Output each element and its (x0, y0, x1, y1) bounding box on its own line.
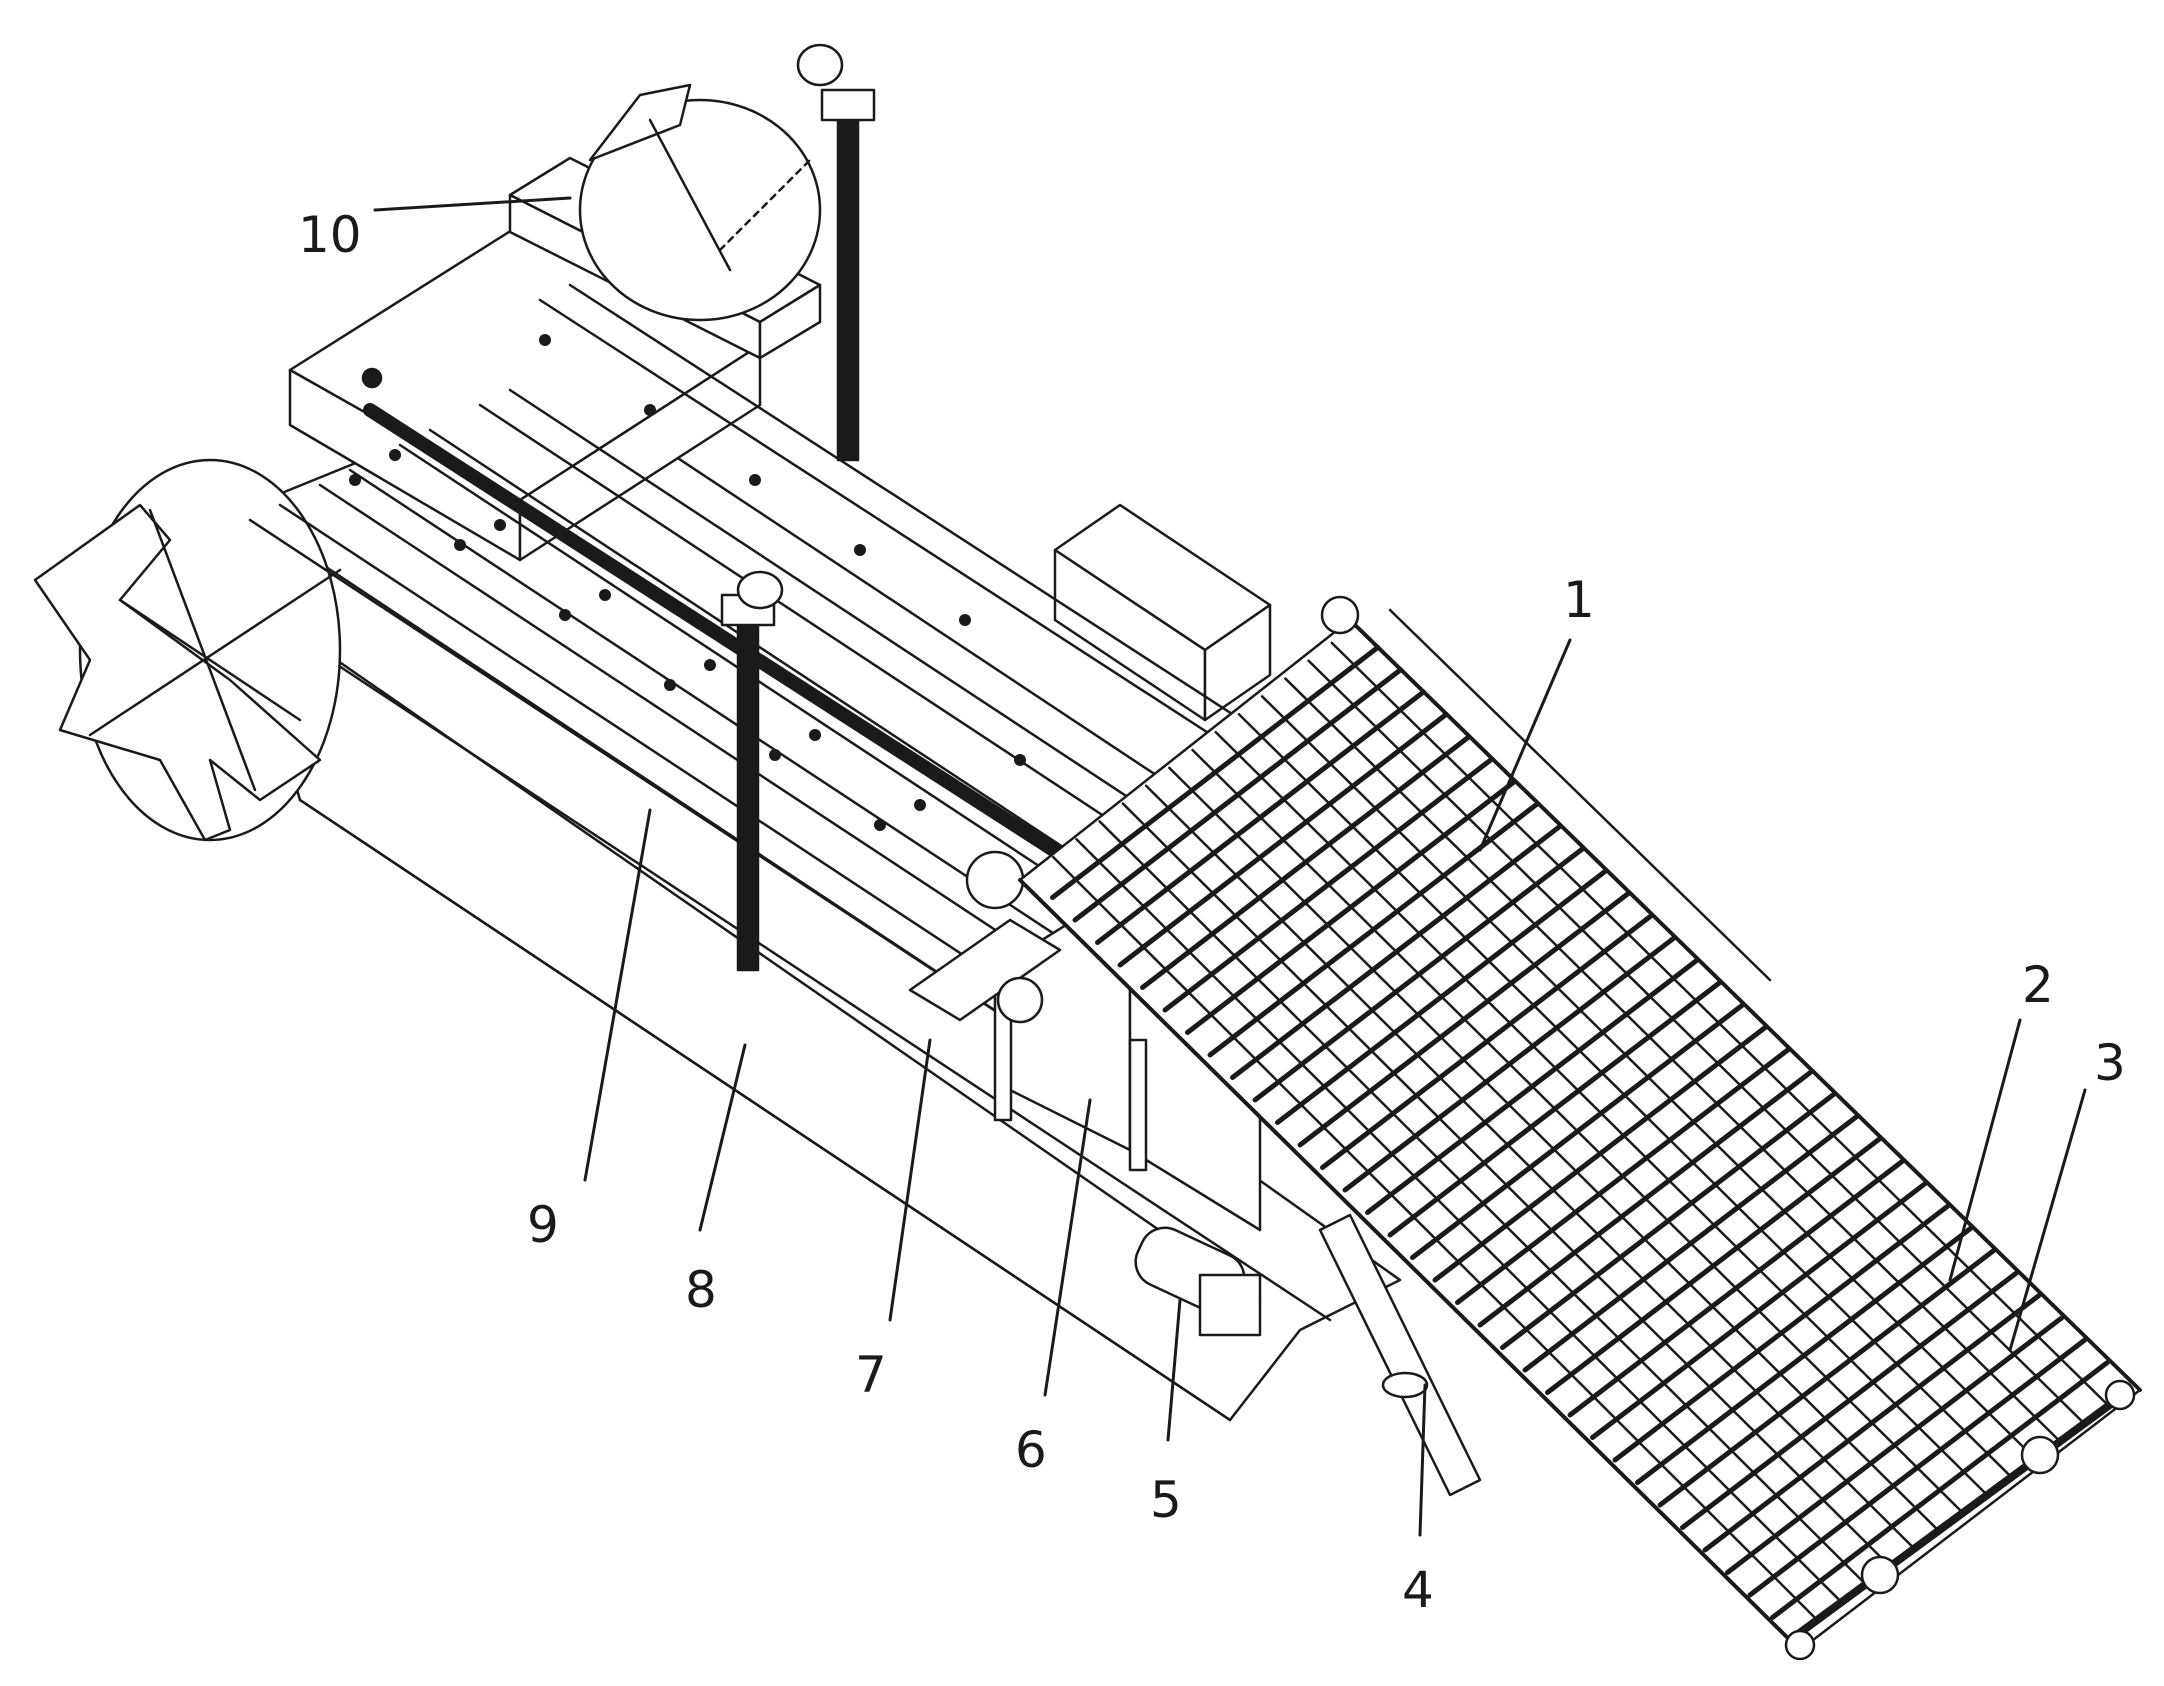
part-label-10: 10 (298, 206, 362, 264)
conveyor-bar (1237, 713, 2012, 1478)
side-box (1053, 503, 1272, 722)
conveyor-bar (1191, 748, 1964, 1514)
leader-lines (373, 196, 2087, 1537)
pulley-icon (965, 850, 1025, 910)
conveyor-bar (1098, 820, 1869, 1587)
rear-mast (796, 43, 876, 462)
conveyor-bar (1260, 695, 2036, 1460)
conveyor-bar (1075, 838, 1845, 1605)
roller-icon (1860, 1555, 1900, 1595)
part-label-2: 2 (2022, 956, 2054, 1014)
roller-icon (2104, 1379, 2136, 1411)
conveyor-bar (1168, 766, 1940, 1532)
part-label-9: 9 (527, 1196, 559, 1254)
motor (1134, 1226, 1262, 1337)
front-paddle-wheel (33, 458, 342, 842)
roller-icon (1784, 1629, 1816, 1661)
pulley-icon (996, 976, 1044, 1024)
conveyor-bar (1330, 641, 2108, 1405)
part-label-7: 7 (855, 1346, 887, 1404)
part-label-8: 8 (685, 1261, 717, 1319)
front-mast (720, 570, 784, 972)
part-label-4: 4 (1402, 1561, 1434, 1619)
conveyor-bar (1144, 784, 1916, 1551)
conveyor-bar (1121, 802, 1892, 1569)
conveyor-bar (1051, 855, 1821, 1624)
part-label-5: 5 (1150, 1471, 1182, 1529)
roller-icon (2020, 1435, 2060, 1475)
conveyor-bar (1284, 677, 2060, 1441)
conveyor-bar (1307, 659, 2084, 1423)
part-label-6: 6 (1015, 1421, 1047, 1479)
conveyor (1018, 595, 2142, 1661)
conveyor-bar (1214, 730, 1988, 1496)
bolt-icon (361, 367, 383, 389)
part-label-3: 3 (2094, 1034, 2126, 1092)
part-label-1: 1 (1563, 571, 1595, 629)
roller-icon (1320, 595, 1360, 635)
support-strut (1318, 1213, 1482, 1497)
rear-paddle-wheel (578, 83, 822, 322)
